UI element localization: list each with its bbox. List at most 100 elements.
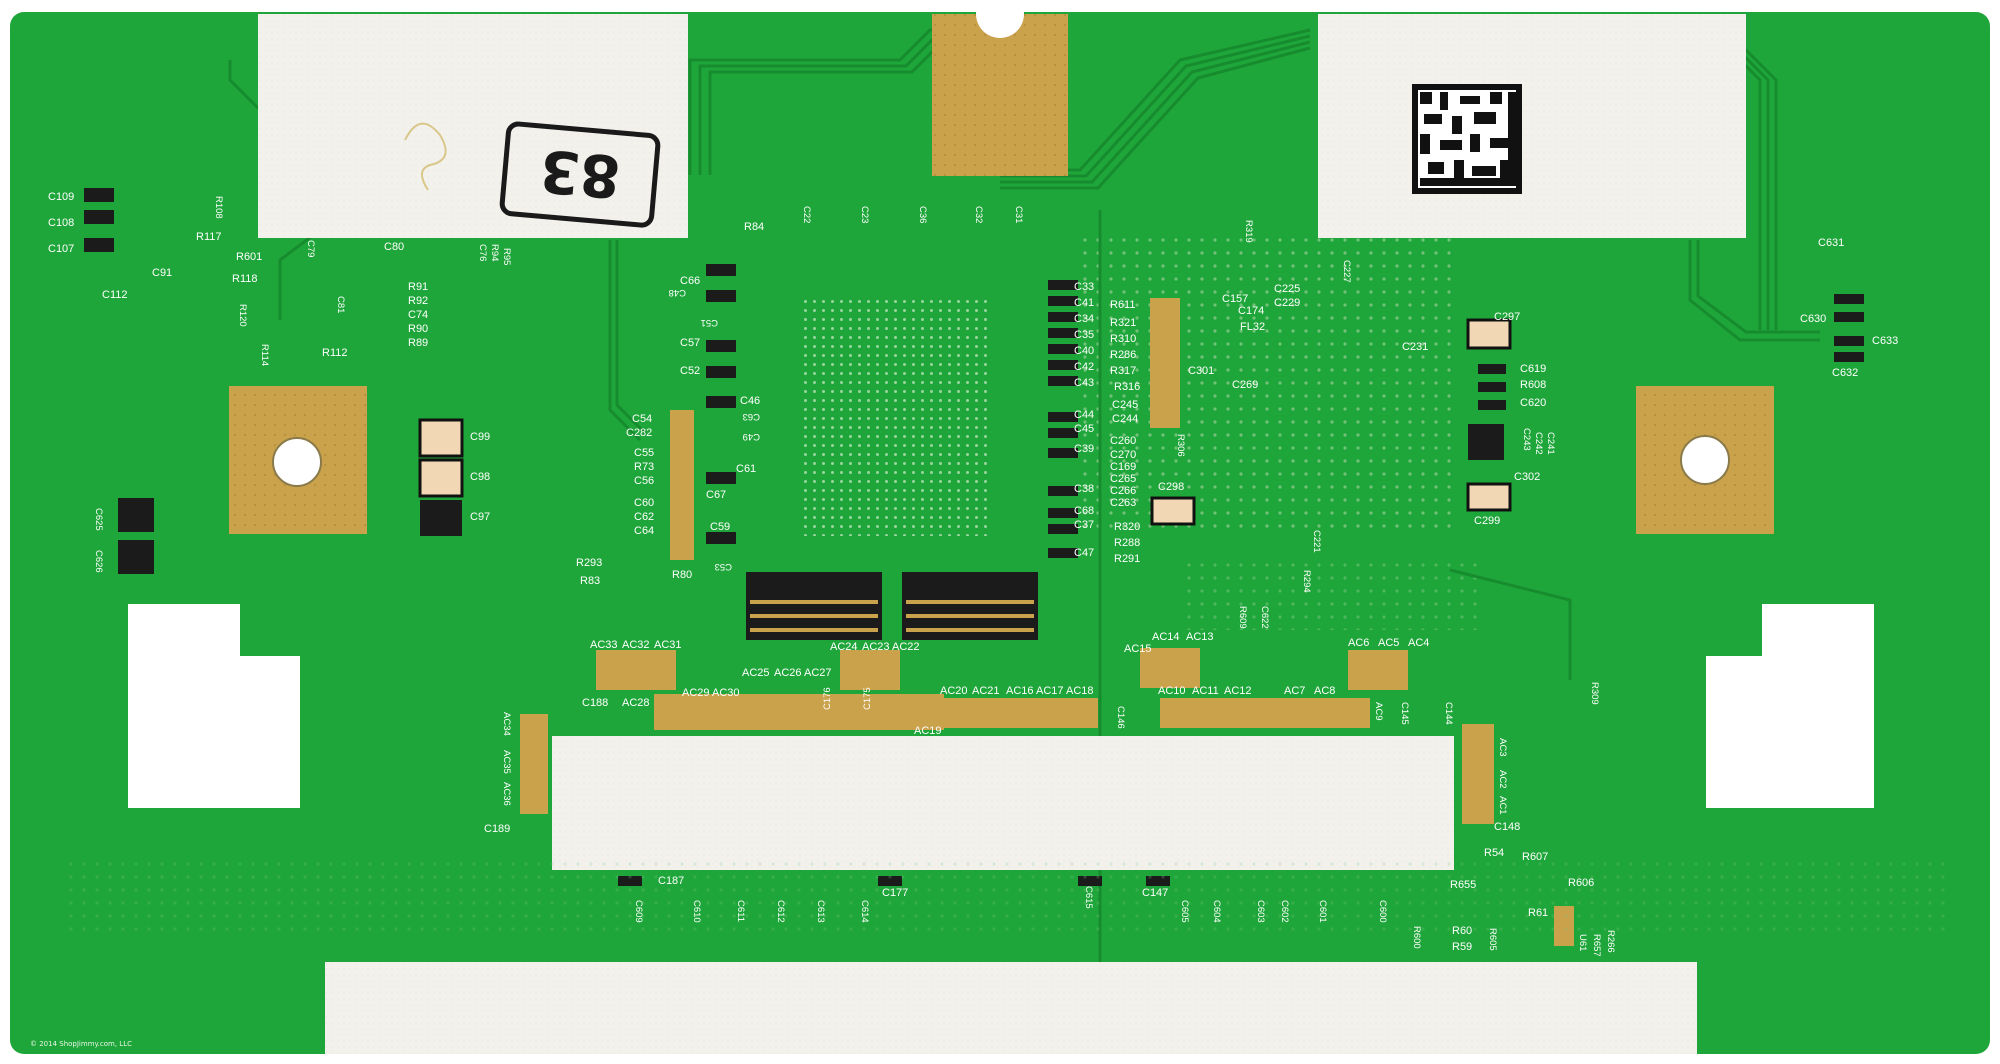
label-C189: C189: [484, 823, 510, 835]
label-C80: C80: [384, 241, 404, 253]
label-AC24: AC24: [830, 641, 858, 653]
label-AC4: AC4: [1408, 637, 1429, 649]
label-C31: C31: [1013, 206, 1024, 223]
label-R609: R609: [1237, 606, 1248, 629]
label-C37: C37: [1074, 519, 1094, 531]
label-AC16: AC16: [1006, 685, 1034, 697]
label-R291: R291: [1114, 553, 1140, 565]
label-C263: C263: [1110, 497, 1136, 509]
label-C62: C62: [634, 511, 654, 523]
label-C44: C44: [1074, 409, 1094, 421]
label-AC29: AC29: [682, 687, 710, 699]
label-R89: R89: [408, 337, 428, 349]
label-AC9: AC9: [1373, 702, 1384, 720]
label-C225: C225: [1274, 283, 1300, 295]
label-AC14: AC14: [1152, 631, 1180, 643]
label-C221: C221: [1311, 530, 1322, 553]
label-C40: C40: [1074, 345, 1094, 357]
label-C47: C47: [1074, 547, 1094, 559]
label-R294: R294: [1301, 570, 1312, 593]
label-C626: C626: [93, 550, 104, 573]
right-cutout: [1706, 604, 1874, 808]
label-C270: C270: [1110, 449, 1136, 461]
large-capacitors-left: [118, 318, 1512, 574]
label-R94: R94: [489, 244, 500, 261]
label-AC30: AC30: [712, 687, 740, 699]
label-R316: R316: [1114, 381, 1140, 393]
label-R320: R320: [1114, 521, 1140, 533]
label-C43: C43: [1074, 377, 1094, 389]
label-C107: C107: [48, 243, 74, 255]
label-AC28: AC28: [622, 697, 650, 709]
label-AC11: AC11: [1192, 685, 1219, 697]
label-C112: C112: [102, 289, 127, 301]
label-C625: C625: [93, 508, 104, 531]
label-C622: C622: [1259, 606, 1270, 629]
label-C244: C244: [1112, 413, 1138, 425]
label-C34: C34: [1074, 313, 1094, 325]
label-R120: R120: [237, 304, 248, 327]
label-R309: R309: [1589, 682, 1600, 705]
label-R54: R54: [1484, 847, 1504, 859]
label-C45: C45: [1074, 423, 1094, 435]
label-R84: R84: [744, 221, 764, 233]
label-C46: C46: [740, 395, 760, 407]
label-C36: C36: [917, 206, 928, 223]
label-C297: C297: [1494, 311, 1520, 323]
label-C231: C231: [1402, 341, 1428, 353]
label-C54: C54: [632, 413, 652, 425]
label-C301: C301: [1188, 365, 1214, 377]
label-AC10: AC10: [1158, 685, 1186, 697]
label-C74: C74: [408, 309, 428, 321]
label-C266: C266: [1110, 485, 1136, 497]
label-C97: C97: [470, 511, 490, 523]
label-C56: C56: [634, 475, 654, 487]
label-R91: R91: [408, 281, 428, 293]
label-R306: R306: [1175, 434, 1186, 457]
label-C98: C98: [470, 471, 490, 483]
label-AC12: AC12: [1224, 685, 1252, 697]
label-C64: C64: [634, 525, 654, 537]
label-C148: C148: [1494, 821, 1520, 833]
label-AC17: AC17: [1036, 685, 1064, 697]
label-R286: R286: [1110, 349, 1136, 361]
label-C630: C630: [1800, 313, 1826, 325]
pcb-substrate: [10, 12, 1990, 1054]
label-C51: C51: [701, 317, 718, 328]
label-C99: C99: [470, 431, 490, 443]
label-AC7: AC7: [1284, 685, 1305, 697]
bga-footprint: [800, 300, 988, 536]
label-C41: C41: [1074, 297, 1094, 309]
label-U61: U61: [1577, 934, 1588, 951]
label-C282: C282: [626, 427, 652, 439]
label-C35: C35: [1074, 329, 1094, 341]
label-C245: C245: [1112, 399, 1138, 411]
label-C48: C48: [669, 287, 686, 298]
label-C23: C23: [859, 206, 870, 223]
label-C243: C243: [1521, 428, 1532, 451]
label-C145: C145: [1399, 702, 1410, 725]
label-C91: C91: [152, 267, 172, 279]
label-C169: C169: [1110, 461, 1136, 473]
label-R321: R321: [1110, 317, 1136, 329]
label-R92: R92: [408, 295, 428, 307]
label-R117: R117: [196, 231, 221, 243]
label-R114: R114: [259, 344, 270, 366]
left-cutout: [128, 604, 300, 808]
datamatrix-barcode: [1412, 84, 1522, 194]
label-AC8: AC8: [1314, 685, 1335, 697]
label-C298: C298: [1158, 481, 1184, 493]
label-AC25: AC25: [742, 667, 770, 679]
label-C66: C66: [680, 275, 700, 287]
label-C81: C81: [335, 296, 346, 313]
label-C108: C108: [48, 217, 74, 229]
label-R317: R317: [1110, 365, 1136, 377]
label-AC31: AC31: [654, 639, 682, 651]
label-C38: C38: [1074, 483, 1094, 495]
label-AC32: AC32: [622, 639, 650, 651]
label-FL32: FL32: [1240, 321, 1265, 333]
label-C67: C67: [706, 489, 726, 501]
label-C229: C229: [1274, 297, 1300, 309]
label-C144: C144: [1443, 702, 1454, 725]
label-C633: C633: [1872, 335, 1898, 347]
